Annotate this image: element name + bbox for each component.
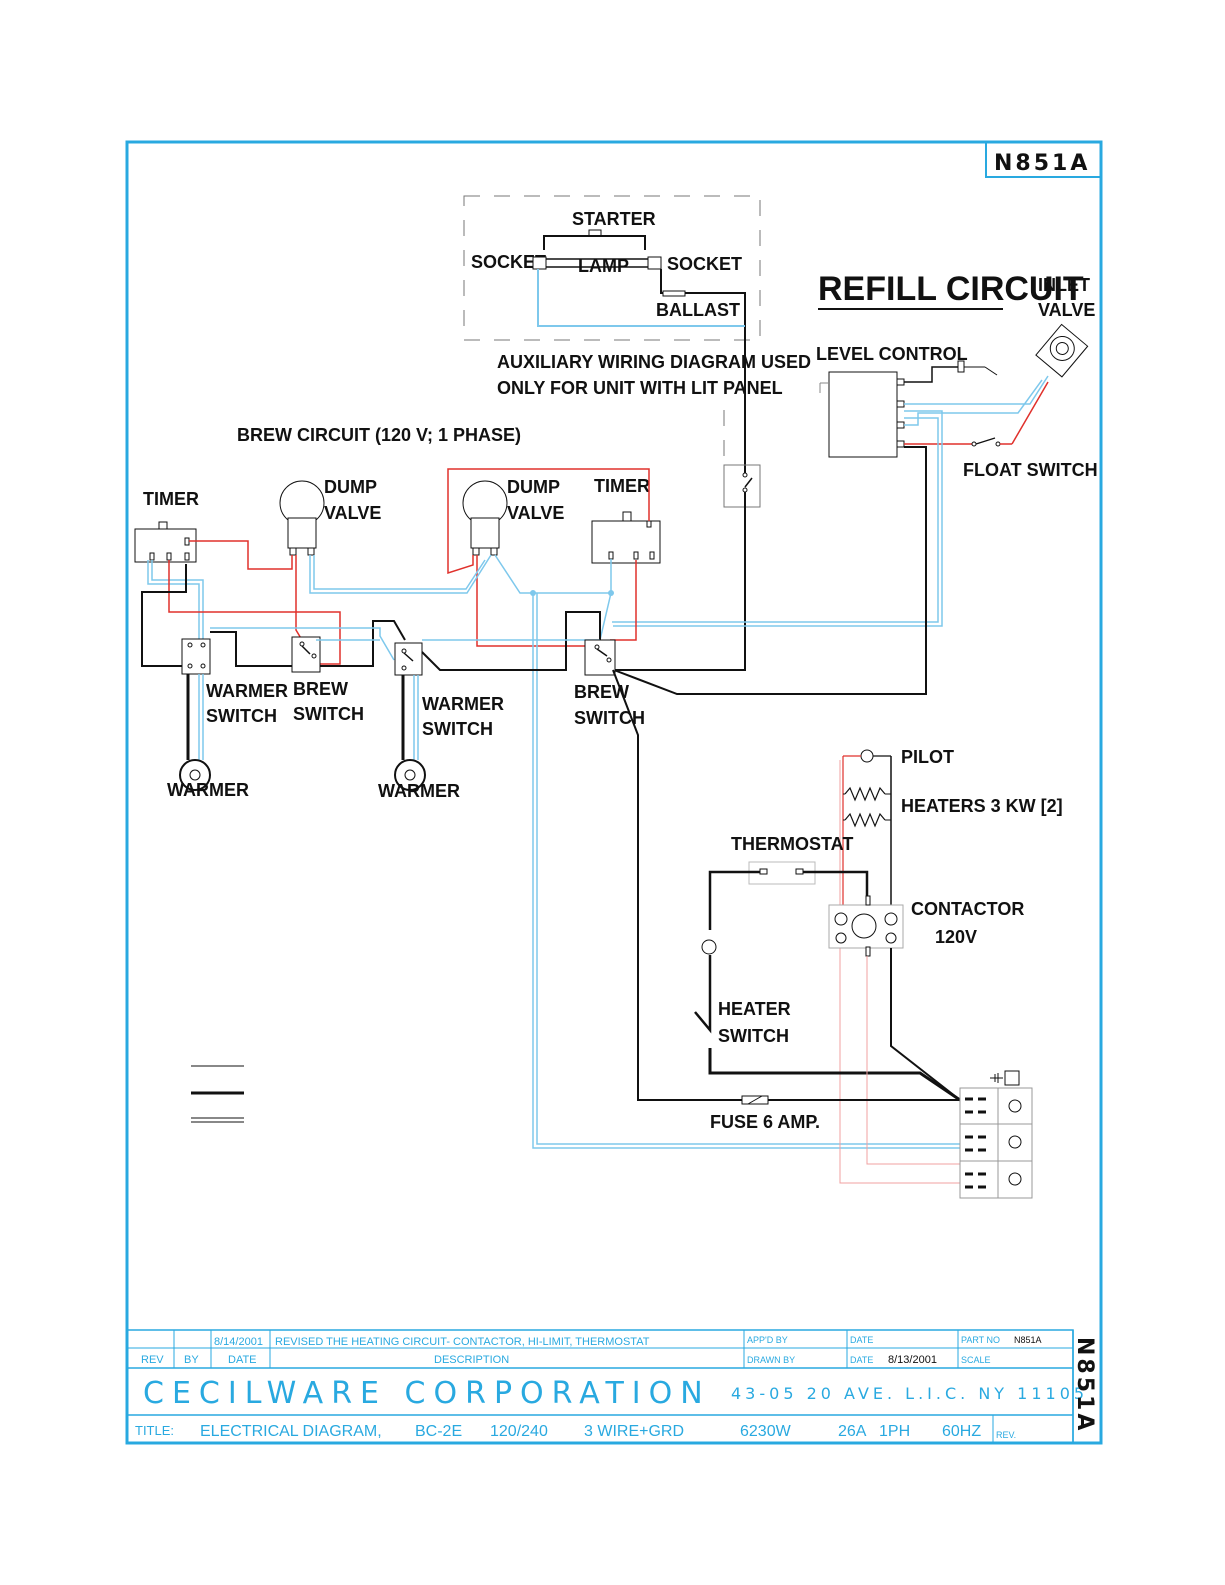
pilot-label: PILOT — [901, 747, 954, 767]
pilot-lamp — [860, 749, 874, 763]
lamp-label: LAMP — [578, 256, 629, 276]
aux-lamp-circuit: STARTER SOCKET LAMP SOCKET BALLAST AUXIL… — [463, 195, 811, 671]
aux-note-line1: AUXILIARY WIRING DIAGRAM USED — [497, 352, 811, 372]
date-label-1: DATE — [850, 1335, 873, 1345]
ballast-symbol — [662, 290, 686, 297]
refill-circuit: REFILL CIRCUIT INLET VALVE LEVEL CONTROL — [612, 270, 1098, 695]
starter-label: STARTER — [572, 209, 656, 229]
warmer-switch-2 — [394, 642, 423, 676]
inlet-valve-symbol — [1035, 323, 1089, 378]
contactor — [828, 895, 904, 957]
thermostat-label: THERMOSTAT — [731, 834, 853, 854]
socket-left — [532, 256, 547, 270]
date-label-2: DATE — [850, 1355, 873, 1365]
warmer-switch-2-label-b: SWITCH — [422, 719, 493, 739]
brew-circuit: BREW CIRCUIT (120 V; 1 PHASE) TIMER DUMP… — [134, 425, 960, 1149]
heater-2 — [844, 812, 886, 828]
part-number-top: N851A — [994, 151, 1090, 176]
title-wires: 3 WIRE+GRD — [584, 1423, 684, 1440]
title-watts: 6230W — [740, 1423, 792, 1440]
title-text: ELECTRICAL DIAGRAM, — [200, 1423, 382, 1440]
brew-switch-2 — [584, 639, 616, 676]
brew-switch-1-label-b: SWITCH — [293, 704, 364, 724]
drawn-date: 8/13/2001 — [888, 1354, 937, 1366]
sheet-border — [125, 140, 1103, 1445]
drawn-by: DRAWN BY — [747, 1355, 795, 1365]
heater-pilot — [701, 939, 717, 955]
warmer-switch-1 — [181, 638, 211, 675]
dump-valve-1-label-a: DUMP — [324, 477, 377, 497]
warmer-switch-2-label-a: WARMER — [422, 694, 504, 714]
col-rev: REV — [141, 1354, 164, 1366]
part-no-value: N851A — [1014, 1335, 1042, 1345]
warmer-switch-1-label-a: WARMER — [206, 681, 288, 701]
title-label: TITLE: — [135, 1423, 174, 1438]
inlet-valve-label-1: INLET — [1038, 275, 1090, 295]
dump-valve-1-label-b: VALVE — [324, 503, 381, 523]
terminal-block — [959, 1070, 1033, 1199]
heater-1 — [844, 786, 886, 802]
refill-circuit-title: REFILL CIRCUIT — [818, 270, 1084, 308]
heater-switch-label-1: HEATER — [718, 999, 791, 1019]
warmer-1-label: WARMER — [167, 780, 249, 800]
col-by: BY — [184, 1354, 199, 1366]
brew-switch-1 — [291, 636, 321, 673]
dump-valve-2 — [462, 480, 508, 556]
col-description: DESCRIPTION — [434, 1354, 509, 1366]
company-name: CECILWARE CORPORATION — [143, 1376, 711, 1411]
part-number-side: N851A — [1072, 1337, 1097, 1433]
company-address: 43-05 20 AVE. L.I.C. NY 11105 — [731, 1384, 1088, 1403]
timer-right-box — [591, 520, 661, 564]
warmer-2-label: WARMER — [378, 781, 460, 801]
title-voltage: 120/240 — [490, 1423, 548, 1440]
timer-right-label: TIMER — [594, 476, 650, 496]
level-control-label: LEVEL CONTROL — [816, 344, 968, 364]
title-amps: 26A — [838, 1423, 867, 1440]
heaters-label: HEATERS 3 KW [2] — [901, 796, 1063, 816]
title-model: BC-2E — [415, 1423, 462, 1440]
contactor-label-2: 120V — [935, 927, 977, 947]
socket-right — [647, 256, 662, 270]
heating-circuit: PILOT HEATERS 3 KW [2] THERMOSTAT CONTAC — [694, 747, 1063, 1199]
dump-valve-2-label-b: VALVE — [507, 503, 564, 523]
contactor-label-1: CONTACTOR — [911, 899, 1024, 919]
title-phase: 1PH — [879, 1423, 910, 1440]
title-block: 8/14/2001 REVISED THE HEATING CIRCUIT- C… — [126, 1329, 1097, 1444]
brew-switch-2-label-b: SWITCH — [574, 708, 645, 728]
brew-switch-2-label-a: BREW — [574, 682, 629, 702]
ballast-label: BALLAST — [656, 300, 740, 320]
dump-valve-1 — [279, 480, 325, 556]
brew-circuit-label: BREW CIRCUIT (120 V; 1 PHASE) — [237, 425, 521, 445]
part-no-label: PART NO — [961, 1335, 1000, 1345]
rev-description: REVISED THE HEATING CIRCUIT- CONTACTOR, … — [275, 1336, 650, 1348]
fuse-label: FUSE 6 AMP. — [710, 1112, 820, 1132]
aux-dashed-box — [463, 195, 761, 341]
aux-note-line2: ONLY FOR UNIT WITH LIT PANEL — [497, 378, 783, 398]
title-hz: 60HZ — [942, 1423, 981, 1440]
socket-right-label: SOCKET — [667, 254, 742, 274]
scale-label: SCALE — [961, 1355, 991, 1365]
appd-by: APP'D BY — [747, 1335, 788, 1345]
level-control-box — [828, 371, 898, 458]
inlet-valve-label-2: VALVE — [1038, 300, 1095, 320]
wire-legend — [191, 1065, 244, 1123]
heater-switch-label-2: SWITCH — [718, 1026, 789, 1046]
warmer-1 — [179, 759, 211, 791]
dump-valve-2-label-a: DUMP — [507, 477, 560, 497]
brew-switch-1-label-a: BREW — [293, 679, 348, 699]
col-date: DATE — [228, 1354, 257, 1366]
socket-left-label: SOCKET — [471, 252, 546, 272]
warmer-2 — [394, 759, 426, 791]
part-number-box — [985, 141, 1102, 178]
timer-left-label: TIMER — [143, 489, 199, 509]
rev-date: 8/14/2001 — [214, 1336, 263, 1348]
rev-label: REV. — [996, 1430, 1016, 1440]
float-switch-label: FLOAT SWITCH — [963, 460, 1098, 480]
warmer-switch-1-label-b: SWITCH — [206, 706, 277, 726]
